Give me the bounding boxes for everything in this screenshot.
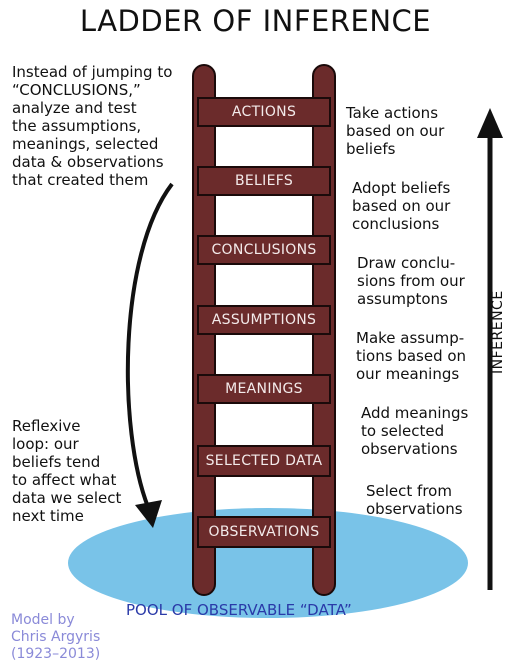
reflexive-loop-arrow-head [135,500,162,528]
note-line: Reflexive [12,417,81,435]
rung-label-observations: OBSERVATIONS [208,524,320,540]
rung-label-conclusions: CONCLUSIONS [211,242,317,258]
rung-beliefs [197,166,331,196]
rung-actions [197,97,331,127]
rung-label-assumptions: ASSUMPTIONS [211,312,317,328]
left-note-reflexive-loop: Reflexive loop: our beliefs tend to affe… [12,417,121,525]
note-line: next time [12,507,84,525]
desc-meanings: Add meanings to selected observations [361,404,468,458]
note-line: data & observations [12,153,164,171]
desc-line: Adopt beliefs [352,179,451,197]
desc-line: assumptons [357,290,448,308]
note-line: loop: our [12,435,79,453]
note-line: analyze and test [12,99,137,117]
desc-conclusions: Draw conclu- sions from our assumptons [357,254,465,308]
desc-assumptions: Make assump- tions based on our meanings [356,329,466,383]
desc-line: conclusions [352,215,440,233]
note-line: meanings, selected [12,135,159,153]
inference-label: INFERENCE [490,290,506,374]
desc-line: observations [361,440,458,458]
note-line: “CONCLUSIONS,” [12,81,141,99]
credit-line: Model by [11,612,75,628]
rung-meanings [197,374,331,404]
note-line: to affect what [12,471,117,489]
rung-label-meanings: MEANINGS [225,381,303,397]
desc-line: beliefs [346,140,396,158]
rung-assumptions [197,305,331,335]
rung-observations [197,516,331,548]
desc-beliefs: Adopt beliefs based on our conclusions [352,179,450,233]
left-note-analyze: Instead of jumping to “CONCLUSIONS,” ana… [12,63,172,189]
desc-line: Make assump- [356,329,465,347]
desc-line: to selected [361,422,445,440]
desc-line: based on our [352,197,451,215]
model-credit: Model by Chris Argyris (1923–2013) [11,612,100,663]
note-line: Instead of jumping to [12,63,173,81]
note-line: beliefs tend [12,453,101,471]
data-pool [68,508,468,618]
rung-label-beliefs: BELIEFS [234,173,294,189]
diagram-title: LADDER OF INFERENCE [79,4,432,38]
desc-line: Select from [366,482,452,500]
note-line: data we select [12,489,122,507]
desc-actions: Take actions based on our beliefs [346,104,444,158]
desc-line: tions based on [356,347,467,365]
desc-line: our meanings [356,365,460,383]
reflexive-loop-arrow-curve [125,182,174,508]
rung-label-actions: ACTIONS [231,104,297,120]
desc-line: Take actions [346,104,439,122]
credit-line: (1923–2013) [11,646,101,662]
rung-label-selected-data: SELECTED DATA [205,453,323,469]
pool-label: POOL OF OBSERVABLE “DATA” [126,601,352,619]
desc-line: sions from our [357,272,465,290]
rung-conclusions [197,235,331,265]
desc-line: Add meanings [361,404,469,422]
desc-selected-data: Select from observations [366,482,463,518]
inference-arrow-head [477,108,503,138]
desc-line: Draw conclu- [357,254,456,272]
note-line: that created them [12,171,149,189]
rung-selected-data [197,445,331,477]
desc-line: observations [366,500,463,518]
credit-line: Chris Argyris [11,629,101,645]
note-line: the assumptions, [12,117,142,135]
desc-line: based on our [346,122,445,140]
